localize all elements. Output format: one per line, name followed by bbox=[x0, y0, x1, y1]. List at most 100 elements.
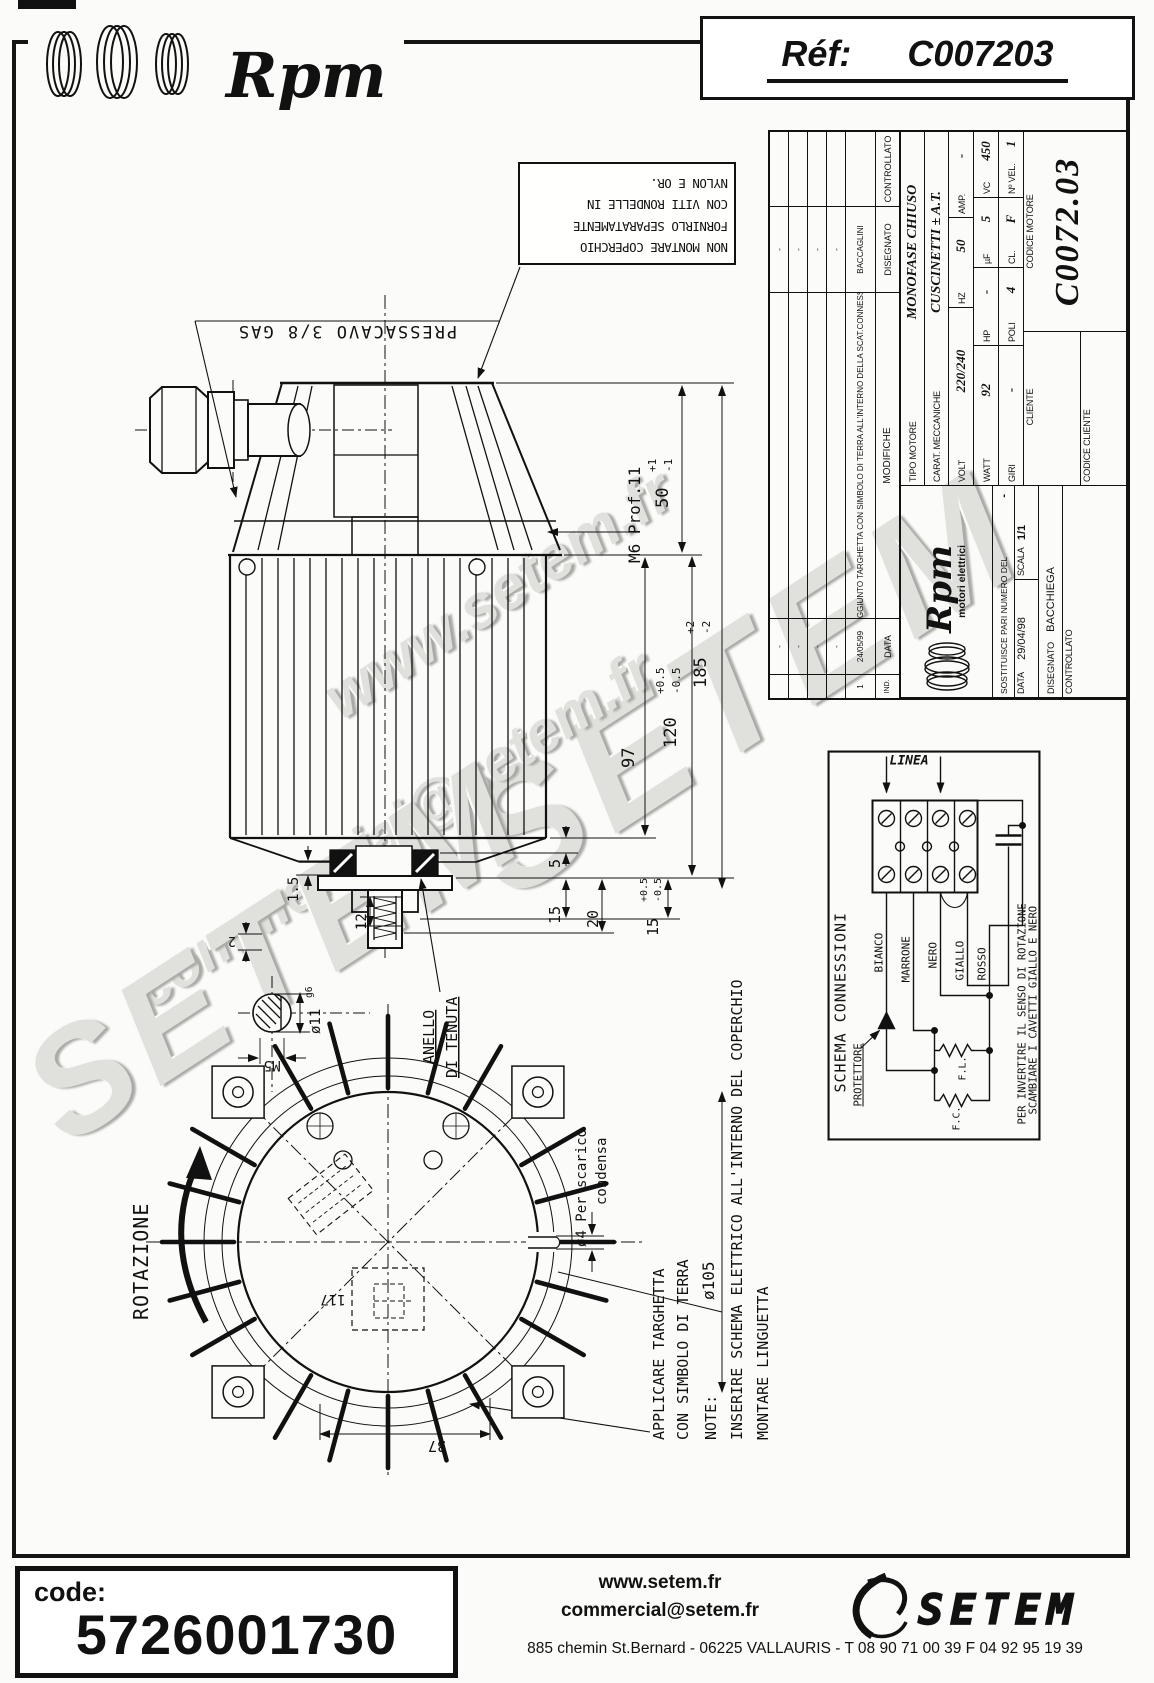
hist-header-ind: IND. bbox=[876, 674, 899, 698]
dim-185: 185 bbox=[691, 657, 711, 688]
dim-dia11: ø11 bbox=[308, 1009, 324, 1034]
data-cell: DATA 29/04/98 bbox=[1014, 580, 1038, 698]
giallo-label: GIALLO bbox=[954, 941, 967, 981]
code-box: code: 5726001730 bbox=[15, 1566, 458, 1678]
giri-value: - bbox=[1003, 387, 1018, 393]
dim-185-tol-plus: +2 bbox=[684, 621, 697, 634]
dim-15b-tol-minus: -0.5 bbox=[653, 878, 664, 902]
tipo-label: TIPO MOTORE bbox=[908, 421, 918, 482]
hz-value: 50 bbox=[953, 239, 968, 253]
capacitor-outline bbox=[287, 1153, 375, 1236]
hist-con bbox=[789, 132, 807, 206]
cl-cell: CL. F bbox=[998, 198, 1023, 268]
vc-cell: VC 450 bbox=[973, 132, 998, 198]
note-line-2: MONTARE LINGUETTA bbox=[754, 1286, 772, 1440]
footer-address: 885 chemin St.Bernard - 06225 VALLAURIS … bbox=[527, 1640, 1083, 1657]
hist-data: - bbox=[789, 618, 807, 674]
dim-dia11-fit: g6 bbox=[304, 986, 315, 998]
dim-50-tol-minus: -1 bbox=[662, 459, 675, 472]
cliente-cell: CLIENTE bbox=[1023, 332, 1080, 486]
rotazione-label: ROTAZIONE bbox=[129, 1203, 153, 1320]
vc-label: VC bbox=[981, 181, 992, 194]
giri-label: GIRI bbox=[1006, 464, 1017, 482]
bianco-label: BIANCO bbox=[873, 933, 886, 973]
tipo-value: MONOFASE CHIUSO bbox=[904, 184, 920, 320]
mounting-lugs bbox=[211, 1065, 565, 1419]
anello-label-2: DI TENUTA bbox=[443, 997, 461, 1078]
amp-cell: AMP. - bbox=[948, 132, 973, 218]
volt-cell: VOLT 220/240 bbox=[948, 308, 973, 486]
front-view-dimensions bbox=[319, 1091, 726, 1440]
protettore-label: PROTETTORE bbox=[853, 1043, 865, 1106]
sostituisce-value: - bbox=[997, 494, 1010, 498]
hist-header-dis: DISEGNATO bbox=[876, 206, 899, 292]
watt-value: 92 bbox=[978, 383, 993, 397]
codice-motore-cell: CODICE MOTORE C0072.03 bbox=[1023, 132, 1130, 332]
warning-line-3: CON VITI RONDELLE IN bbox=[587, 197, 728, 213]
dim-50-tol-plus: +1 bbox=[646, 459, 659, 472]
carat-value: CUSCINETTI ± A.T. bbox=[928, 191, 944, 313]
rpm-coil-icon bbox=[923, 642, 970, 691]
uf-label: µF bbox=[981, 253, 992, 264]
hz-cell: HZ 50 bbox=[948, 218, 973, 308]
linea-label: LINEA bbox=[890, 754, 929, 769]
hist-mod bbox=[770, 292, 788, 618]
protettore-symbol bbox=[877, 1010, 896, 1030]
code-label: code: bbox=[34, 1577, 107, 1607]
dim-dia105: ø105 bbox=[699, 1261, 718, 1300]
hist-mod bbox=[827, 292, 845, 618]
codice-cliente-cell: CODICE CLIENTE bbox=[1080, 332, 1130, 486]
leader-lines bbox=[194, 266, 651, 1433]
hp-value: - bbox=[978, 289, 993, 295]
controllato-cell: CONTROLLATO bbox=[1062, 486, 1130, 698]
giri-cell: GIRI - bbox=[998, 346, 1023, 486]
fl-winding bbox=[934, 1042, 975, 1059]
hist-dis: - bbox=[789, 206, 807, 292]
schema-title: SCHEMA CONNESSIONI bbox=[832, 912, 850, 1093]
warning-box: NON MONTARE COPERCHIO FORNIRLO SEPARATAM… bbox=[518, 162, 736, 265]
code-value: 5726001730 bbox=[75, 1603, 398, 1666]
hist-dis: - bbox=[827, 206, 845, 292]
dim-15b-tol-plus: +0.5 bbox=[639, 878, 650, 902]
volt-value: 220/240 bbox=[953, 349, 968, 393]
controllato-label: CONTROLLATO bbox=[1064, 629, 1074, 694]
hist-mod bbox=[789, 292, 807, 618]
scarico-label-1: ø4 Per scarico bbox=[574, 1129, 590, 1247]
amp-label: AMP. bbox=[956, 193, 967, 214]
dim-97: 97 bbox=[619, 748, 639, 768]
hist-header-mod: MODIFICHE bbox=[876, 292, 899, 618]
poli-cell: POLI 4 bbox=[998, 268, 1023, 346]
rpm-header-logo: Rpm bbox=[28, 18, 405, 108]
scarico-label-2: condensa bbox=[594, 1138, 610, 1205]
dim-15: 15 bbox=[546, 906, 564, 924]
hist-dis: - bbox=[770, 206, 788, 292]
logo-cell: Rpm motori elettrici bbox=[900, 486, 992, 698]
vc-value: 450 bbox=[978, 141, 993, 161]
drawing-frame bbox=[12, 40, 1130, 1558]
dim-m5: M5 bbox=[264, 1057, 281, 1073]
rpm-coils-icon bbox=[46, 25, 189, 99]
hist-dis: BACCAGLINI bbox=[846, 206, 875, 292]
poli-value: 4 bbox=[1003, 286, 1018, 294]
dim-15b: 15 bbox=[644, 918, 662, 936]
setem-logo: SETEM bbox=[852, 1572, 1073, 1640]
hist-ind bbox=[789, 674, 807, 698]
hist-ind bbox=[808, 674, 826, 698]
dim-5: 5 bbox=[546, 859, 564, 868]
side-view-dimensions bbox=[296, 382, 734, 934]
poli-label: POLI bbox=[1006, 322, 1017, 342]
note-applicare-1: APPLICARE TARGHETTA bbox=[650, 1268, 668, 1440]
dim-1-5: 1.5 bbox=[286, 877, 302, 902]
codice-cliente-label: CODICE CLIENTE bbox=[1082, 409, 1092, 482]
rotation-arrow bbox=[178, 1164, 209, 1324]
rosso-label: ROSSO bbox=[976, 947, 989, 980]
warning-line-4: NYLON E OR. bbox=[650, 176, 728, 192]
hist-header-con: CONTROLLATO bbox=[882, 135, 893, 203]
setem-swoosh-icon bbox=[852, 1572, 888, 1640]
dim-120: 120 bbox=[661, 717, 681, 748]
disegnato-label: DISEGNATO bbox=[1045, 641, 1056, 694]
tipo-motore-cell: TIPO MOTORE MONOFASE CHIUSO bbox=[900, 132, 924, 486]
dim-120-tol-plus: +0.5 bbox=[654, 668, 667, 695]
